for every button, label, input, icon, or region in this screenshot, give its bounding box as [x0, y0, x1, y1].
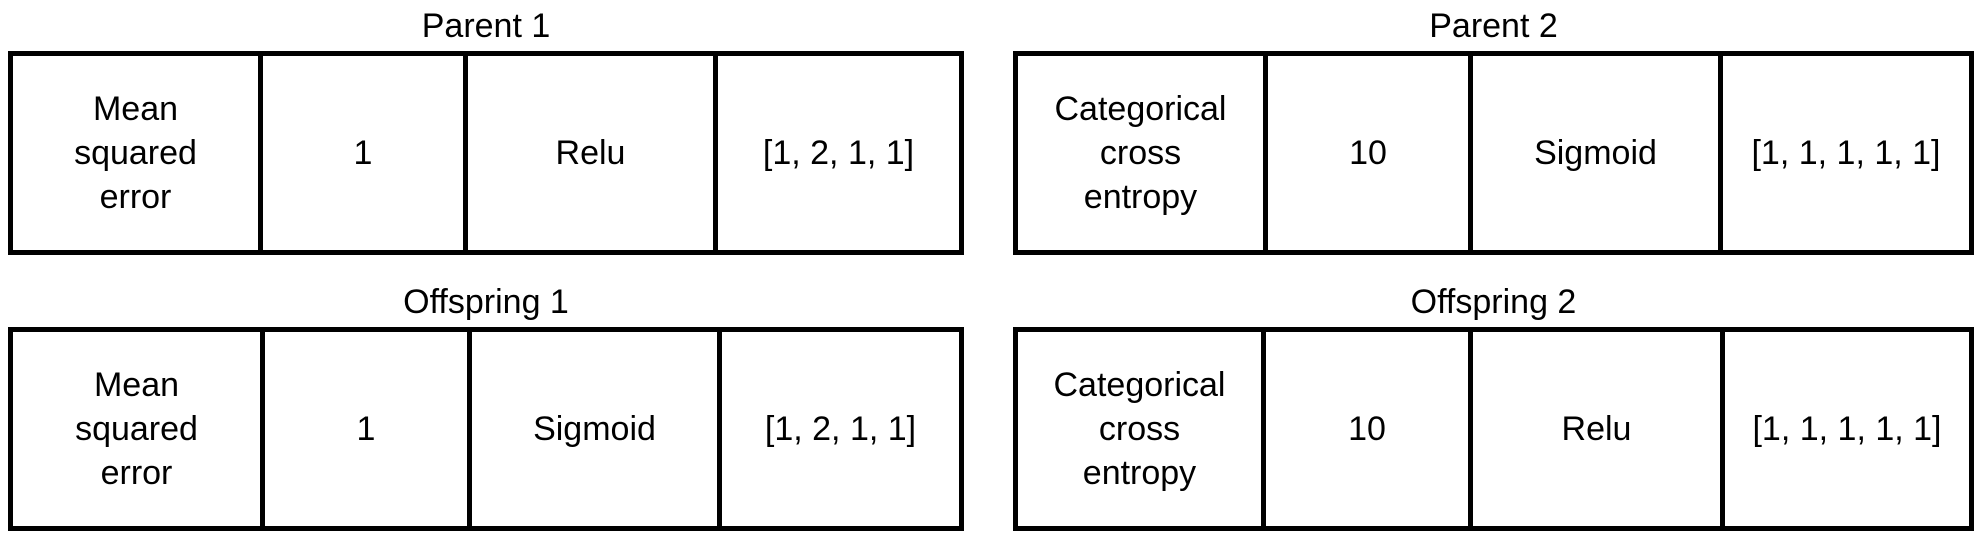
parent-1-chromosome: Parent 1 Mean squared error 1 Relu [1, 2…: [8, 4, 964, 256]
gene-value: 10: [1266, 332, 1473, 526]
gene-activation: Relu: [468, 56, 718, 250]
gene-value: 1: [263, 56, 468, 250]
gene-row: Mean squared error 1 Relu [1, 2, 1, 1]: [8, 51, 964, 255]
gene-row: Categorical cross entropy 10 Relu [1, 1,…: [1013, 327, 1974, 531]
gene-loss-function: Mean squared error: [13, 56, 263, 250]
parent-2-chromosome: Parent 2 Categorical cross entropy 10 Si…: [1013, 4, 1974, 256]
gene-loss-function: Mean squared error: [13, 332, 265, 526]
gene-activation: Sigmoid: [1473, 56, 1723, 250]
gene-loss-function: Categorical cross entropy: [1018, 332, 1266, 526]
gene-activation: Relu: [1473, 332, 1725, 526]
offspring-2-chromosome: Offspring 2 Categorical cross entropy 10…: [1013, 280, 1974, 532]
gene-loss-function: Categorical cross entropy: [1018, 56, 1268, 250]
gene-value: 10: [1268, 56, 1473, 250]
gene-row: Mean squared error 1 Sigmoid [1, 2, 1, 1…: [8, 327, 964, 531]
gene-layers: [1, 2, 1, 1]: [762, 134, 915, 172]
chromosome-title: Offspring 2: [1410, 283, 1577, 321]
chromosome-title: Parent 2: [1429, 7, 1558, 45]
offspring-1-chromosome: Offspring 1 Mean squared error 1 Sigmoid…: [8, 280, 964, 532]
gene-value: 1: [265, 332, 472, 526]
gene-activation: Sigmoid: [472, 332, 722, 526]
gene-layers: [1, 1, 1, 1, 1]: [1751, 134, 1941, 172]
chromosome-title: Offspring 1: [403, 283, 569, 321]
gene-row: Categorical cross entropy 10 Sigmoid [1,…: [1013, 51, 1974, 255]
gene-layers: [1, 2, 1, 1]: [764, 410, 917, 448]
chromosome-title: Parent 1: [421, 7, 551, 45]
gene-layers: [1, 1, 1, 1, 1]: [1752, 410, 1942, 448]
